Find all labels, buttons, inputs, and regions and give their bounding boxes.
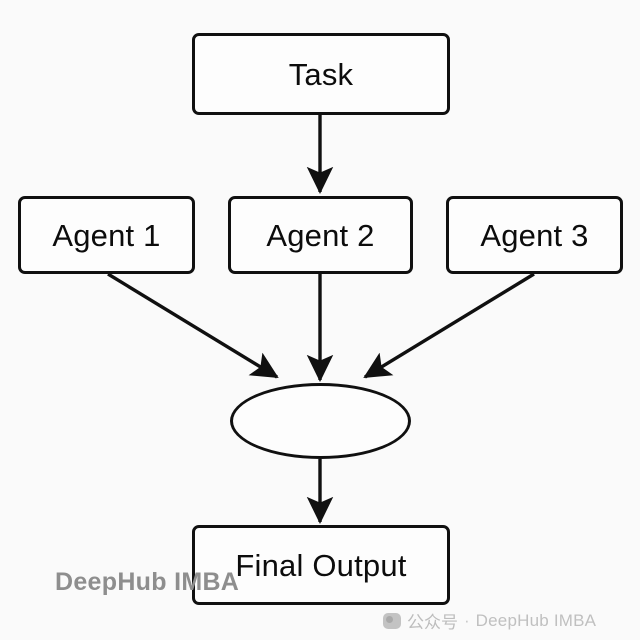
- edge-agent-1-to-merge: [107, 272, 279, 379]
- wechat-logo-icon: [383, 612, 401, 629]
- watermark-brand-label: DeepHub IMBA: [475, 610, 597, 630]
- node-task-label: Task: [288, 56, 354, 92]
- watermark-wechat-label: 公众号: [407, 613, 458, 632]
- watermark-bottom-right: 公众号 · DeepHub IMBA: [383, 608, 596, 633]
- node-final-output-label: Final Output: [235, 547, 407, 583]
- edge-agent-3-to-merge: [363, 272, 535, 379]
- node-task[interactable]: Task: [192, 33, 450, 115]
- node-agent-2-label: Agent 2: [266, 217, 375, 253]
- node-agent-3[interactable]: Agent 3: [446, 196, 623, 274]
- node-agent-1-label: Agent 1: [52, 217, 161, 253]
- node-final-output[interactable]: Final Output: [192, 525, 450, 605]
- watermark-brand-left: DeepHub IMBA: [55, 568, 240, 596]
- node-agent-2[interactable]: Agent 2: [228, 196, 413, 274]
- node-agent-1[interactable]: Agent 1: [18, 196, 195, 274]
- node-agent-3-label: Agent 3: [480, 217, 589, 253]
- watermark-separator: ·: [464, 610, 470, 630]
- node-merge-ellipse[interactable]: [230, 383, 411, 459]
